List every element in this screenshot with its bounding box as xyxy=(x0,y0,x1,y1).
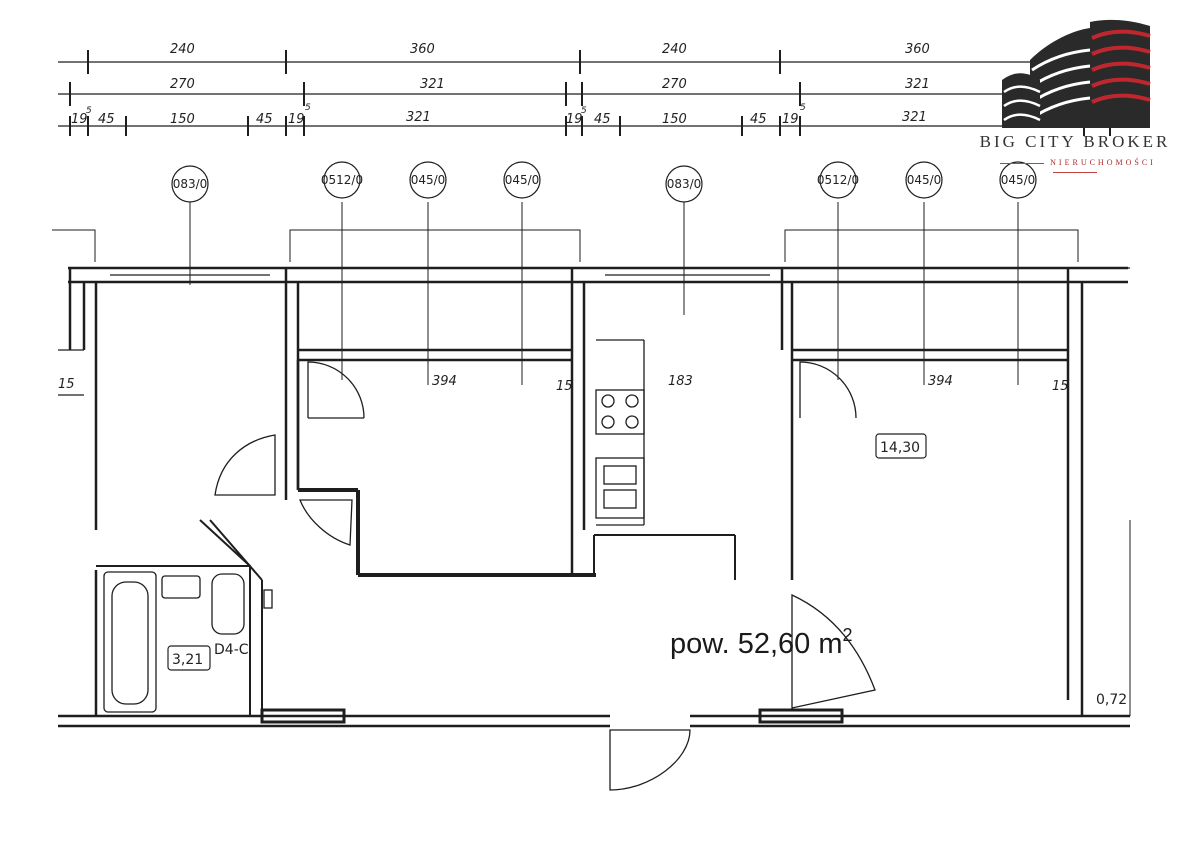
svg-text:pow. 52,60 m2: pow. 52,60 m2 xyxy=(670,625,853,660)
area-room-right: 14,30 xyxy=(880,440,920,456)
dim-321-b: 321 xyxy=(905,77,930,92)
window-tag-7: 045/0 xyxy=(907,173,942,187)
dim-5-b: 5 xyxy=(305,103,311,113)
dim-19-b: 19 xyxy=(288,112,305,127)
dim-183: 183 xyxy=(668,374,693,389)
dim-15-left: 15 xyxy=(58,377,75,392)
dim-394-b: 394 xyxy=(928,374,953,389)
window-tag-texts: 083/0 0512/0 045/0 045/0 083/0 0512/0 04… xyxy=(173,173,1036,191)
brand-name: BIG CITY BROKER xyxy=(979,132,1171,151)
dim-45-b: 45 xyxy=(256,112,273,127)
dimension-texts: 240 360 240 360 270 321 270 321 19 5 45 … xyxy=(71,42,1103,127)
dim-15-b: 15 xyxy=(556,379,573,394)
brand-logo-graphic xyxy=(1002,19,1151,129)
window-tag-circles xyxy=(171,161,1037,203)
dim-240-b: 240 xyxy=(662,42,687,57)
window-tag-1: 083/0 xyxy=(173,177,208,191)
area-bathroom: 3,21 xyxy=(172,652,203,668)
dimension-lines xyxy=(58,50,1118,136)
interior-dimension-texts: 15 394 15 183 394 15 xyxy=(58,374,1069,394)
door-swings xyxy=(214,361,876,791)
window-tag-3: 045/0 xyxy=(411,173,446,187)
dim-45-c: 45 xyxy=(594,112,611,127)
dim-394-a: 394 xyxy=(432,374,457,389)
dim-5-d: 5 xyxy=(800,103,806,113)
window-tag-8: 045/0 xyxy=(1001,173,1036,187)
dim-5-c: 5 xyxy=(581,106,587,116)
dim-19-c: 19 xyxy=(566,112,583,127)
dim-270-a: 270 xyxy=(170,77,195,92)
window-tag-6: 0512/0 xyxy=(817,173,859,187)
dim-321-c: 321 xyxy=(406,110,431,125)
dim-19-d: 19 xyxy=(782,112,799,127)
dim-150-a: 150 xyxy=(170,112,195,127)
dim-240-a: 240 xyxy=(170,42,195,57)
window-tag-5: 083/0 xyxy=(667,177,702,191)
room-area-labels: 14,30 3,21 D4-C 0,72 xyxy=(167,433,1127,708)
area-corner: 0,72 xyxy=(1096,692,1127,708)
walls xyxy=(58,266,1131,728)
window-leaders xyxy=(52,202,1079,385)
dim-270-b: 270 xyxy=(662,77,687,92)
dim-15-c: 15 xyxy=(1052,379,1069,394)
total-area-label: pow. 52,60 m xyxy=(670,628,843,660)
kitchen-fixtures xyxy=(595,339,645,526)
building-icon xyxy=(1002,19,1151,129)
dim-45-a: 45 xyxy=(98,112,115,127)
dim-150-b: 150 xyxy=(662,112,687,127)
window-tag-4: 045/0 xyxy=(505,173,540,187)
dim-5-a: 5 xyxy=(86,106,92,116)
dim-45-d: 45 xyxy=(750,112,767,127)
total-area-superscript: 2 xyxy=(843,625,853,645)
total-area: pow. 52,60 m2 xyxy=(670,625,853,660)
dim-321-d: 321 xyxy=(902,110,927,125)
bathroom-code: D4-C xyxy=(214,642,249,658)
brand-subtitle-text: NIERUCHOMOŚCI xyxy=(1050,158,1156,167)
brand-subtitle: NIERUCHOMOŚCI xyxy=(970,158,1180,176)
dim-360-b: 360 xyxy=(905,42,930,57)
window-tag-2: 0512/0 xyxy=(321,173,363,187)
dim-19-a: 19 xyxy=(71,112,88,127)
bathroom-fixtures xyxy=(103,571,273,713)
dim-321-a: 321 xyxy=(420,77,445,92)
dim-360-a: 360 xyxy=(410,42,435,57)
